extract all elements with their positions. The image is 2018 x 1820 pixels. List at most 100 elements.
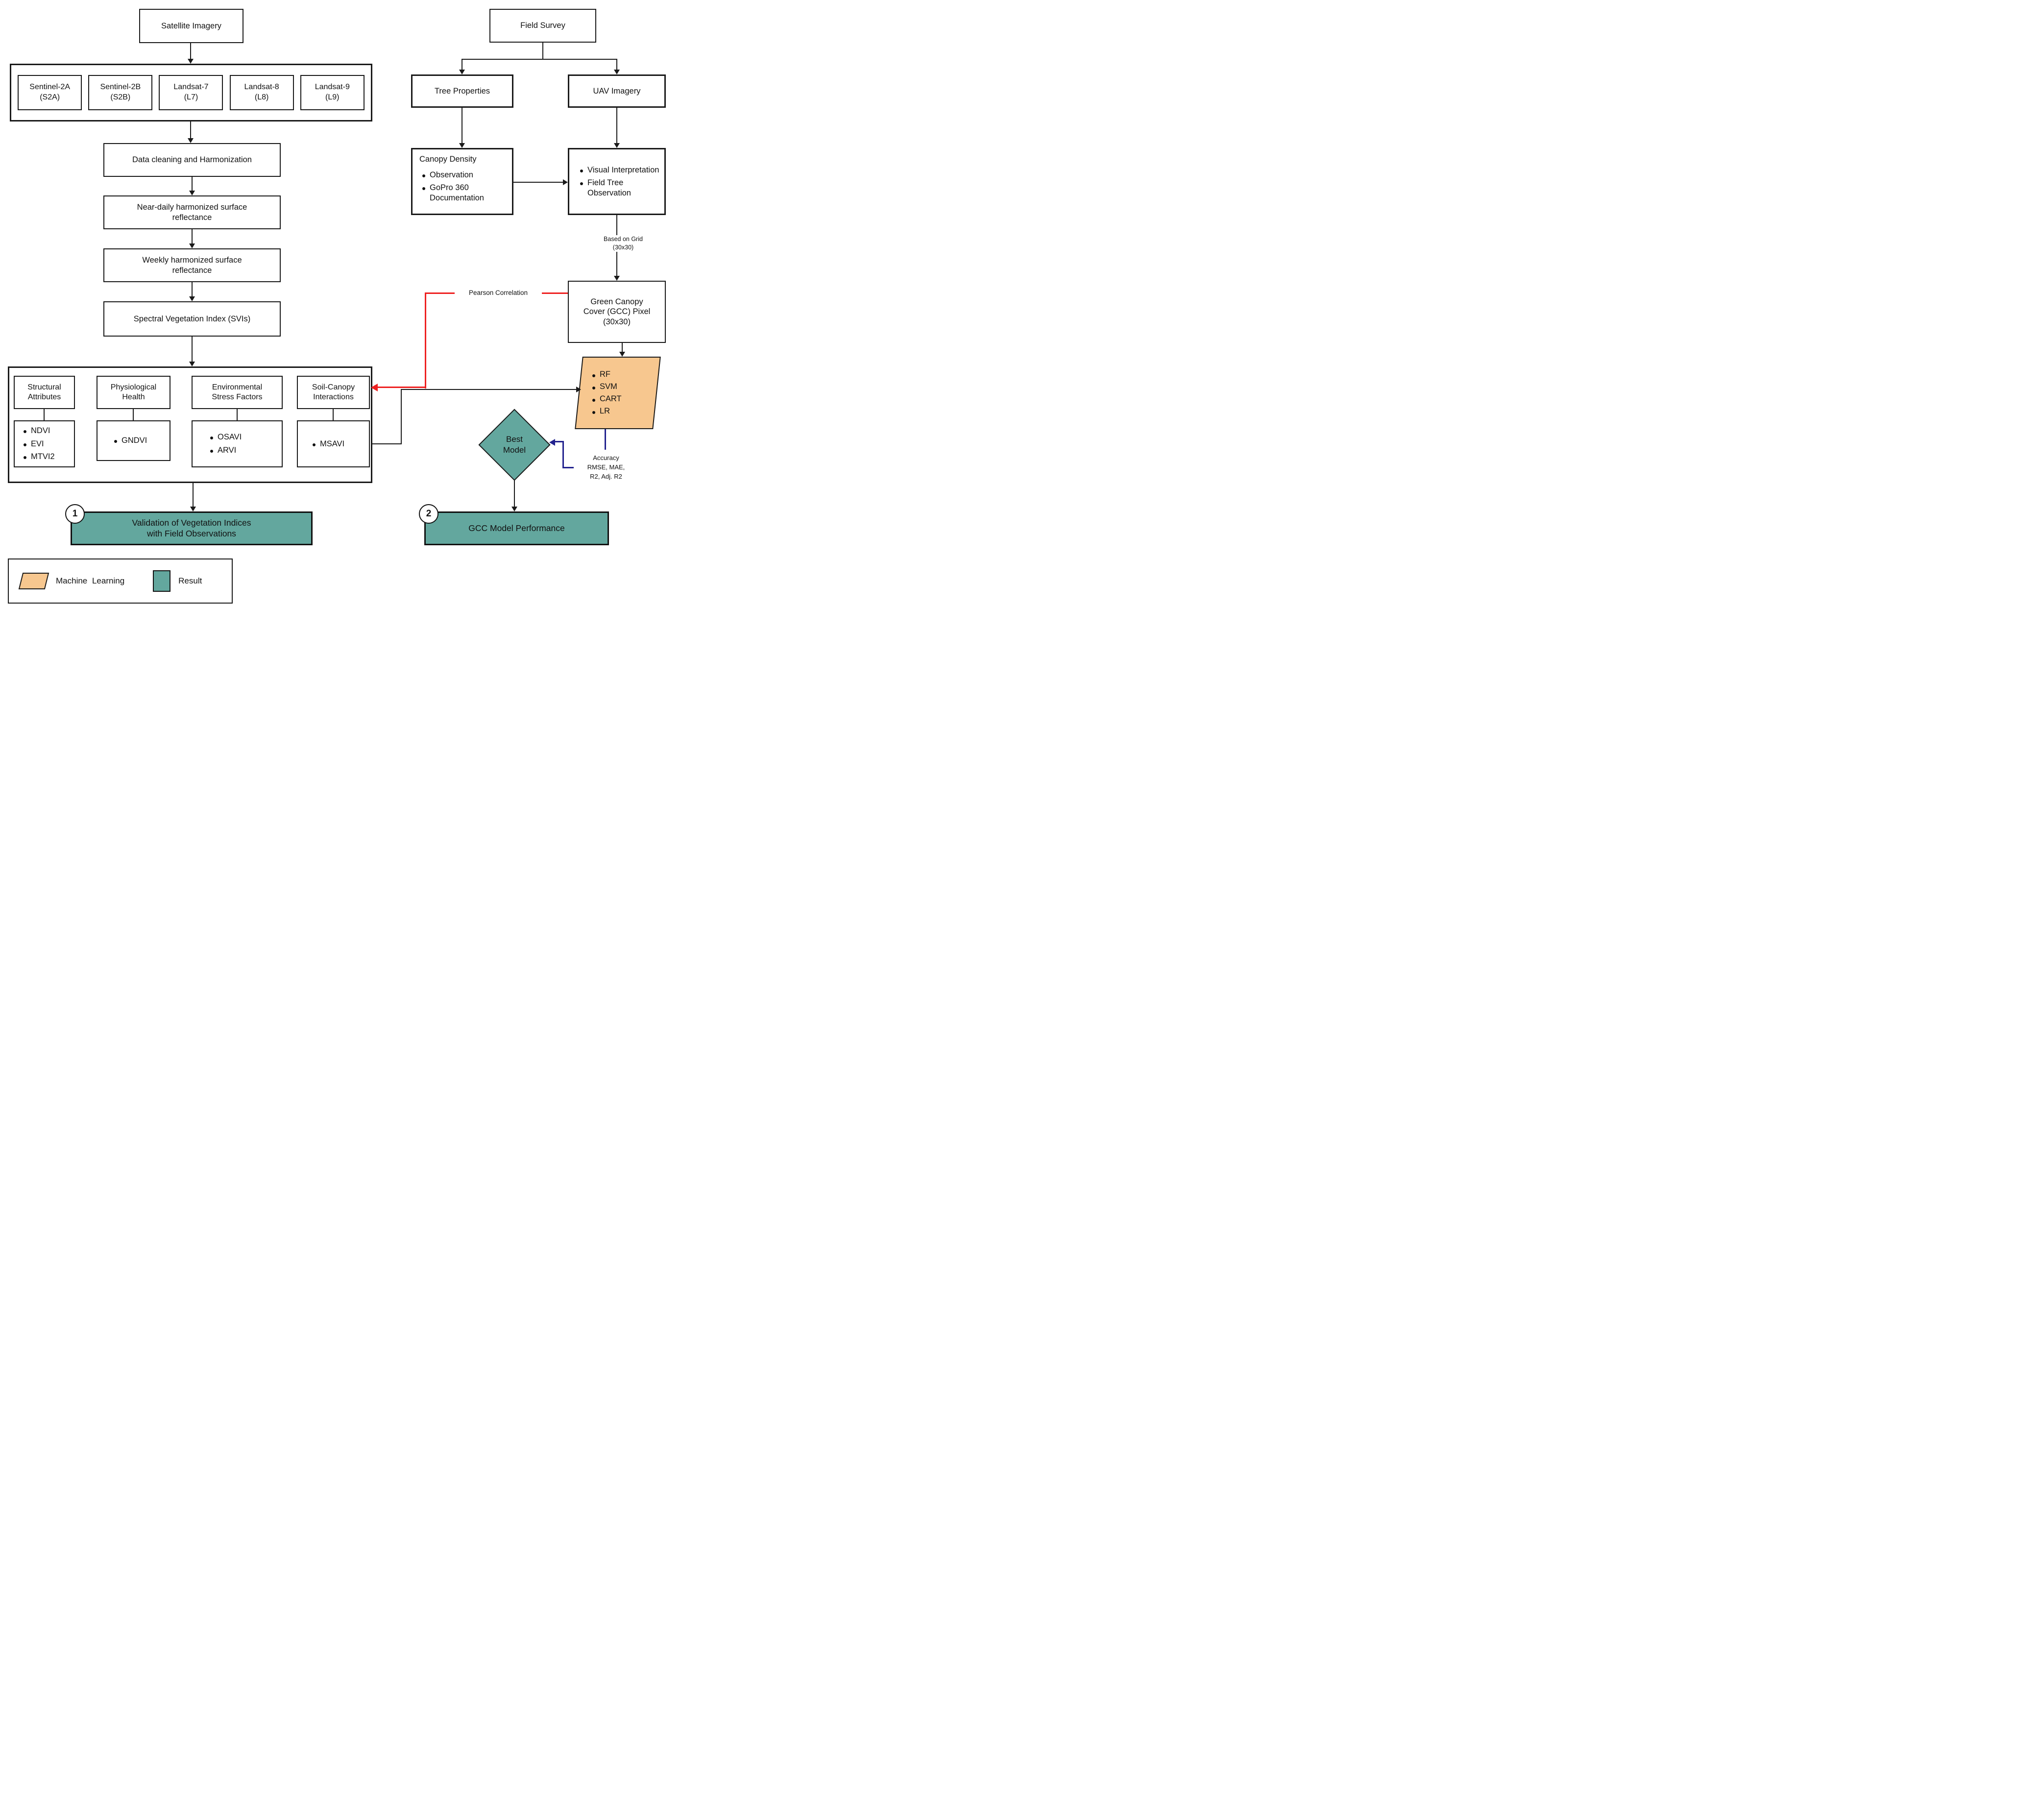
pearson-correlation-label: Pearson Correlation [455, 289, 542, 297]
bullet-icon [580, 169, 583, 172]
bullet-icon [313, 443, 316, 446]
field-survey-box: Field Survey [489, 9, 596, 43]
svi-box: Spectral Vegetation Index (SVIs) [103, 301, 281, 337]
satellite-code: (S2B) [110, 93, 131, 101]
bullet-icon [592, 399, 595, 402]
arrow-left-red-icon [371, 384, 378, 391]
best-model-diamond: Best Model [478, 409, 551, 481]
arrow-right-icon [576, 387, 581, 392]
list-item: CART [592, 394, 656, 404]
list-item-label: GoPro 360 Documentation [430, 183, 484, 202]
gcc-performance-result-box: GCC Model Performance [424, 511, 609, 545]
list-item: SVM [592, 382, 656, 391]
accuracy-label: Accuracy RMSE, MAE, R2, Adj. R2 [574, 454, 638, 482]
uav-imagery-label: UAV Imagery [593, 86, 641, 96]
connector-line [371, 443, 402, 444]
arrow-down-icon [619, 352, 625, 357]
connector-line [192, 337, 193, 362]
bullet-icon [24, 456, 26, 460]
list-item: Visual Interpretation [580, 165, 659, 175]
bullet-icon [592, 411, 595, 414]
arrow-down-icon [614, 276, 620, 281]
arrow-down-icon [188, 138, 194, 143]
arrow-right-icon [563, 179, 568, 185]
list-item: EVI [24, 439, 44, 449]
result-swatch [153, 570, 171, 592]
bullet-icon [114, 440, 117, 443]
ml-models-parallelogram: RF SVM CART LR [575, 357, 661, 429]
canopy-density-title: Canopy Density [419, 155, 477, 164]
satellites-container: Sentinel-2A(S2A)Sentinel-2B(S2B)Landsat-… [10, 64, 372, 121]
connector-line [44, 409, 45, 420]
best-model-label: Best Model [503, 434, 526, 455]
gcc-pixel-box: Green Canopy Cover (GCC) Pixel (30x30) [568, 281, 666, 343]
arrow-down-icon [189, 362, 195, 366]
accuracy-line [555, 441, 564, 442]
bullet-icon [422, 187, 425, 191]
near-daily-reflectance-box: Near-daily harmonized surface reflectanc… [103, 195, 281, 229]
step-2-badge: 2 [419, 504, 438, 524]
list-item-label: LR [600, 407, 610, 415]
structural-attributes-label: Structural Attributes [27, 383, 61, 401]
list-item-label: EVI [31, 439, 44, 448]
pearson-line [425, 292, 426, 388]
step-1-number: 1 [72, 509, 78, 519]
satellite-code: (L7) [184, 93, 198, 101]
connector-line [192, 229, 193, 243]
ml-models-items: RF SVM CART LR [580, 358, 656, 428]
satellite-imagery-label: Satellite Imagery [161, 21, 221, 30]
step-1-badge: 1 [65, 504, 85, 524]
list-item-label: ARVI [218, 446, 237, 455]
list-item: GNDVI [114, 436, 147, 446]
list-item: OSAVI [210, 432, 242, 442]
tree-properties-box: Tree Properties [411, 74, 513, 108]
step-2-number: 2 [426, 509, 432, 519]
connector-line [513, 182, 563, 183]
legend-result-label: Result [178, 576, 202, 586]
list-item: Observation [422, 170, 508, 180]
bullet-icon [580, 182, 583, 186]
list-item-label: OSAVI [218, 433, 242, 442]
connector-line [192, 282, 193, 296]
list-item-label: MSAVI [320, 439, 345, 448]
satellite-name: Sentinel-2A [29, 83, 71, 92]
bullet-icon [24, 430, 26, 434]
arrow-left-navy-icon [549, 439, 555, 446]
list-item-label: RF [600, 370, 610, 379]
soil-canopy-header: Soil-Canopy Interactions [297, 376, 370, 409]
field-survey-label: Field Survey [520, 21, 565, 30]
satellite-code: (L9) [325, 93, 340, 101]
gcc-performance-label: GCC Model Performance [468, 523, 565, 533]
connector-line [193, 483, 194, 507]
arrow-down-icon [189, 191, 195, 195]
list-item: RF [592, 370, 656, 379]
environmental-stress-label: Environmental Stress Factors [212, 383, 263, 401]
satellite-name: Landsat-7 [173, 83, 209, 92]
arrow-down-icon [459, 143, 465, 148]
arrow-down-icon [190, 507, 196, 511]
list-item: MSAVI [313, 439, 344, 449]
connector-line [192, 177, 193, 191]
validation-result-box: Validation of Vegetation Indices with Fi… [71, 511, 313, 545]
list-item-label: Observation [430, 170, 473, 179]
list-item: GoPro 360 Documentation [422, 183, 508, 203]
arrow-down-icon [189, 296, 195, 301]
soil-canopy-items: MSAVI [297, 420, 370, 467]
list-item: Field Tree Observation [580, 178, 664, 198]
list-item-label: GNDVI [122, 436, 147, 445]
connector-line [616, 60, 617, 70]
list-item-label: CART [600, 394, 622, 403]
accuracy-line [562, 441, 564, 468]
satellite-box: Sentinel-2A(S2A) [18, 75, 82, 110]
weekly-reflectance-label: Weekly harmonized surface reflectance [142, 255, 242, 275]
list-item-label: MTVI2 [31, 452, 55, 461]
satellite-code: (L8) [254, 93, 269, 101]
weekly-reflectance-box: Weekly harmonized surface reflectance [103, 248, 281, 282]
connector-line [190, 121, 191, 138]
connector-line [616, 108, 617, 143]
environmental-stress-items: OSAVI ARVI [192, 420, 283, 467]
arrow-down-icon [459, 70, 465, 74]
